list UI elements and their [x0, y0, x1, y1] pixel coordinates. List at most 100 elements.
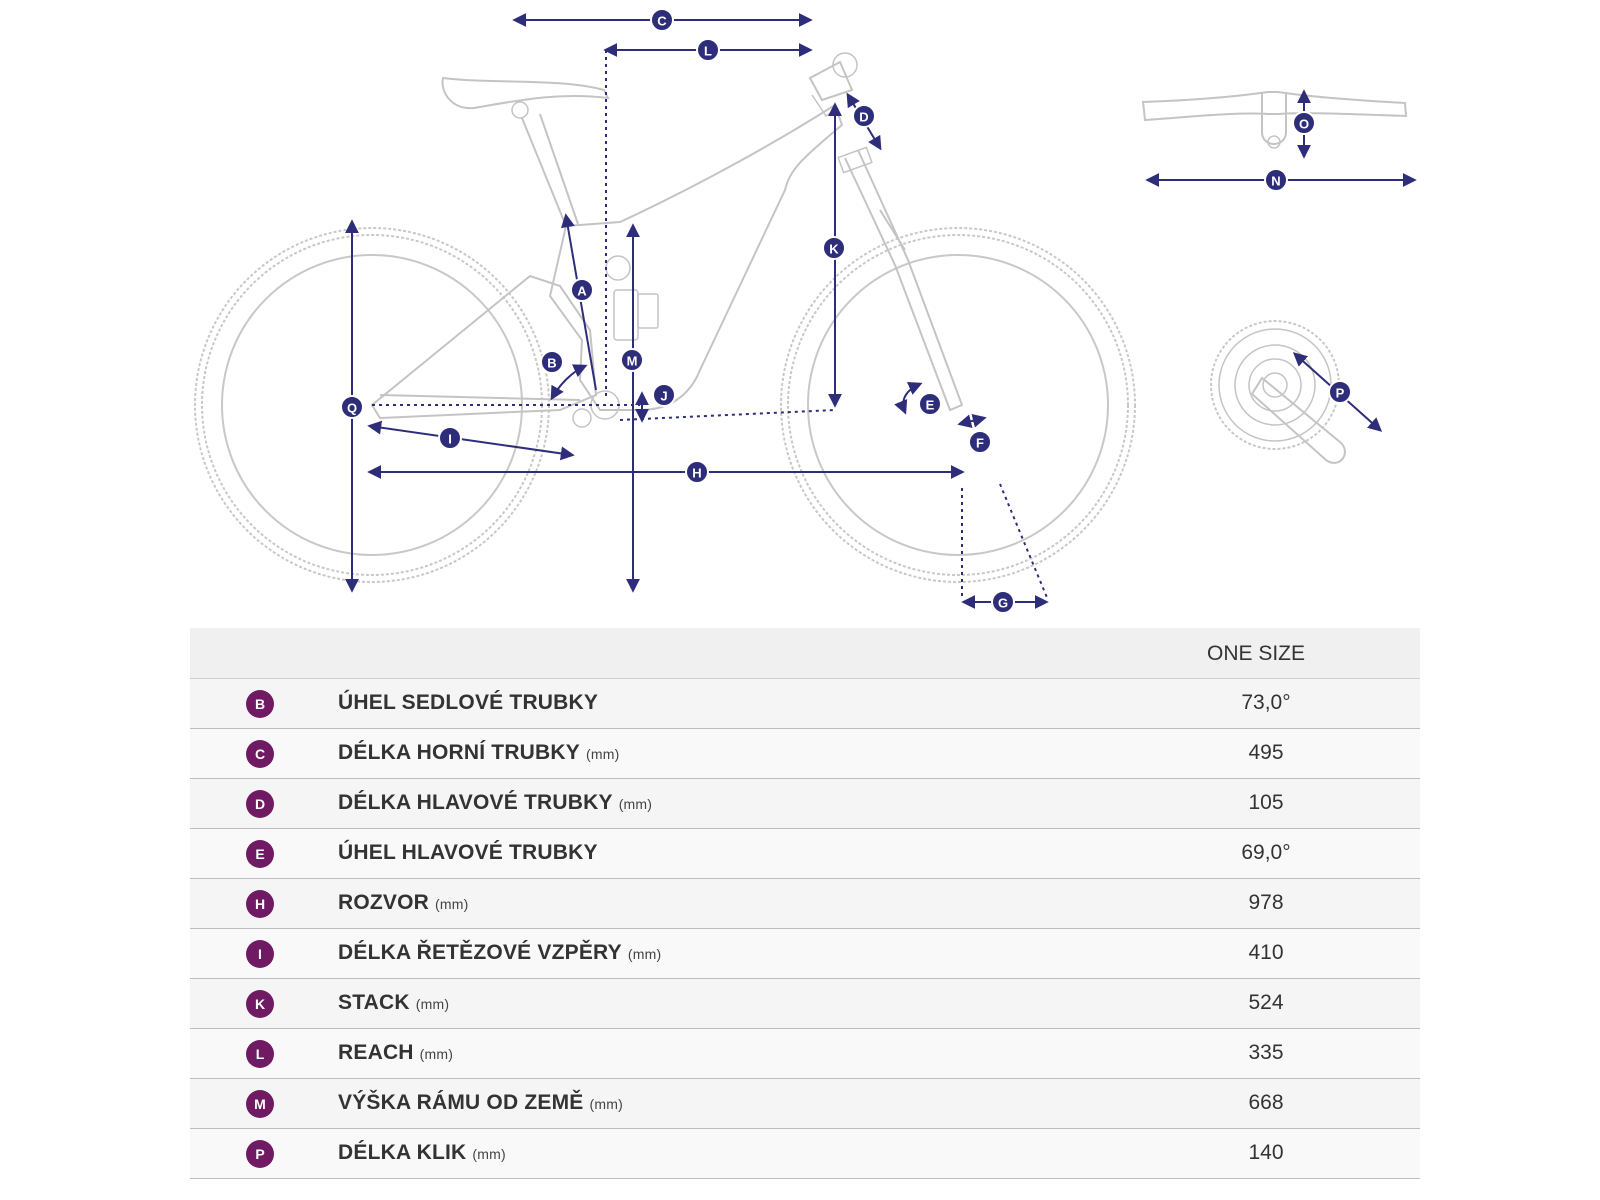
svg-text:C: C — [657, 14, 667, 29]
measure-name: DÉLKA HLAVOVÉ TRUBKY — [338, 791, 613, 814]
measure-name: DÉLKA HORNÍ TRUBKY — [338, 741, 580, 764]
svg-text:K: K — [829, 242, 839, 257]
marker-K: K — [822, 236, 846, 260]
table-row: H ROZVOR (mm) 978 — [190, 879, 1420, 929]
measure-value: 495 — [1248, 741, 1284, 764]
measure-key-badge: I — [246, 940, 274, 968]
svg-text:E: E — [926, 398, 935, 413]
measure-name: DÉLKA ŘETĚZOVÉ VZPĚRY — [338, 941, 622, 964]
svg-text:L: L — [704, 44, 712, 59]
measure-value: 140 — [1248, 1141, 1284, 1164]
measure-value: 668 — [1248, 1091, 1284, 1114]
measure-key-badge: M — [246, 1090, 274, 1118]
measure-key-badge: K — [246, 990, 274, 1018]
measure-value: 105 — [1248, 791, 1284, 814]
table-row: I DÉLKA ŘETĚZOVÉ VZPĚRY (mm) 410 — [190, 929, 1420, 979]
measure-unit: (mm) — [589, 1096, 623, 1112]
measure-label: VÝŠKA RÁMU OD ZEMĚ (mm) — [338, 1091, 623, 1115]
measure-unit: (mm) — [618, 796, 653, 812]
marker-D: D — [852, 104, 876, 128]
svg-text:H: H — [692, 466, 701, 481]
table-row: E ÚHEL HLAVOVÉ TRUBKY 69,0° — [190, 829, 1420, 879]
measure-name: ROZVOR — [338, 891, 430, 914]
table-header: ONE SIZE — [190, 628, 1420, 679]
measure-label: ÚHEL SEDLOVÉ TRUBKY — [338, 691, 604, 715]
measure-label: STACK (mm) — [338, 991, 449, 1015]
svg-text:M: M — [627, 354, 638, 369]
table-row: L REACH (mm) 335 — [190, 1029, 1420, 1079]
measure-unit: (mm) — [419, 1046, 454, 1062]
measure-name: ÚHEL HLAVOVÉ TRUBKY — [338, 841, 598, 864]
table-row: P DÉLKA KLIK (mm) 140 — [190, 1129, 1420, 1179]
measure-name: VÝŠKA RÁMU OD ZEMĚ — [338, 1091, 584, 1114]
measure-label: DÉLKA KLIK (mm) — [338, 1141, 506, 1165]
marker-C: C — [650, 8, 674, 32]
marker-N: N — [1264, 168, 1288, 192]
measure-value: 69,0° — [1241, 841, 1291, 864]
marker-F: F — [968, 430, 992, 454]
svg-text:I: I — [448, 432, 452, 447]
measure-label: ROZVOR (mm) — [338, 891, 469, 915]
svg-text:F: F — [976, 436, 984, 451]
svg-text:D: D — [859, 110, 868, 125]
measure-value: 335 — [1248, 1041, 1284, 1064]
measure-unit: (mm) — [435, 896, 469, 912]
measure-unit: (mm) — [627, 946, 662, 962]
measure-unit: (mm) — [585, 746, 620, 762]
marker-J: J — [652, 383, 676, 407]
svg-text:Q: Q — [347, 401, 357, 416]
marker-L: L — [696, 38, 720, 62]
table-row: M VÝŠKA RÁMU OD ZEMĚ (mm) 668 — [190, 1079, 1420, 1129]
geometry-table: ONE SIZE B ÚHEL SEDLOVÉ TRUBKY 73,0° C DÉLKA… — [190, 628, 1420, 1179]
measure-value: 524 — [1248, 991, 1284, 1014]
measure-value: 978 — [1248, 891, 1284, 914]
measure-value: 73,0° — [1241, 691, 1291, 714]
dimension-lines — [345, 13, 1417, 609]
svg-text:O: O — [1299, 117, 1309, 132]
handlebar-inset — [1141, 91, 1408, 149]
marker-P: P — [1328, 380, 1352, 404]
table-row: K STACK (mm) 524 — [190, 979, 1420, 1029]
measure-label: ÚHEL HLAVOVÉ TRUBKY — [338, 841, 604, 865]
svg-text:B: B — [547, 356, 556, 371]
measure-key-badge: E — [246, 840, 274, 868]
table-row: C DÉLKA HORNÍ TRUBKY (mm) 495 — [190, 729, 1420, 779]
measure-label: DÉLKA HLAVOVÉ TRUBKY (mm) — [338, 791, 652, 815]
measure-key-badge: L — [246, 1040, 274, 1068]
marker-G: G — [991, 590, 1015, 614]
marker-Q: Q — [340, 395, 364, 419]
marker-B: B — [540, 350, 564, 374]
measure-value: 410 — [1248, 941, 1284, 964]
svg-text:N: N — [1271, 174, 1280, 189]
marker-A: A — [570, 278, 594, 302]
measure-label: REACH (mm) — [338, 1041, 453, 1065]
svg-text:G: G — [998, 596, 1008, 611]
table-body: B ÚHEL SEDLOVÉ TRUBKY 73,0° C DÉLKA HORNÍ TR… — [190, 679, 1420, 1179]
measure-label: DÉLKA ŘETĚZOVÉ VZPĚRY (mm) — [338, 941, 661, 965]
crank-inset — [1210, 320, 1346, 464]
marker-E: E — [918, 392, 942, 416]
measure-name: REACH — [338, 1041, 414, 1064]
bike-geometry-diagram: C L D K A B M J Q I H E F G O N P — [194, 8, 1417, 614]
front-wheel — [780, 227, 1136, 583]
measure-name: ÚHEL SEDLOVÉ TRUBKY — [338, 691, 599, 714]
marker-M: M — [620, 348, 644, 372]
svg-text:P: P — [1336, 386, 1345, 401]
measure-key-badge: P — [246, 1140, 274, 1168]
measure-key-badge: D — [246, 790, 274, 818]
size-column-header: ONE SIZE — [1206, 642, 1306, 665]
marker-H: H — [685, 460, 709, 484]
measure-unit: (mm) — [472, 1146, 506, 1162]
marker-I: I — [438, 426, 462, 450]
table-row: B ÚHEL SEDLOVÉ TRUBKY 73,0° — [190, 679, 1420, 729]
measure-name: DÉLKA KLIK — [338, 1141, 467, 1164]
measure-key-badge: H — [246, 890, 274, 918]
marker-O: O — [1292, 111, 1316, 135]
measure-key-badge: C — [246, 740, 274, 768]
svg-text:A: A — [577, 284, 587, 299]
table-row: D DÉLKA HLAVOVÉ TRUBKY (mm) 105 — [190, 779, 1420, 829]
measure-key-badge: B — [246, 690, 274, 718]
measure-name: STACK — [338, 991, 410, 1014]
measure-label: DÉLKA HORNÍ TRUBKY (mm) — [338, 741, 619, 765]
measure-unit: (mm) — [415, 996, 450, 1012]
